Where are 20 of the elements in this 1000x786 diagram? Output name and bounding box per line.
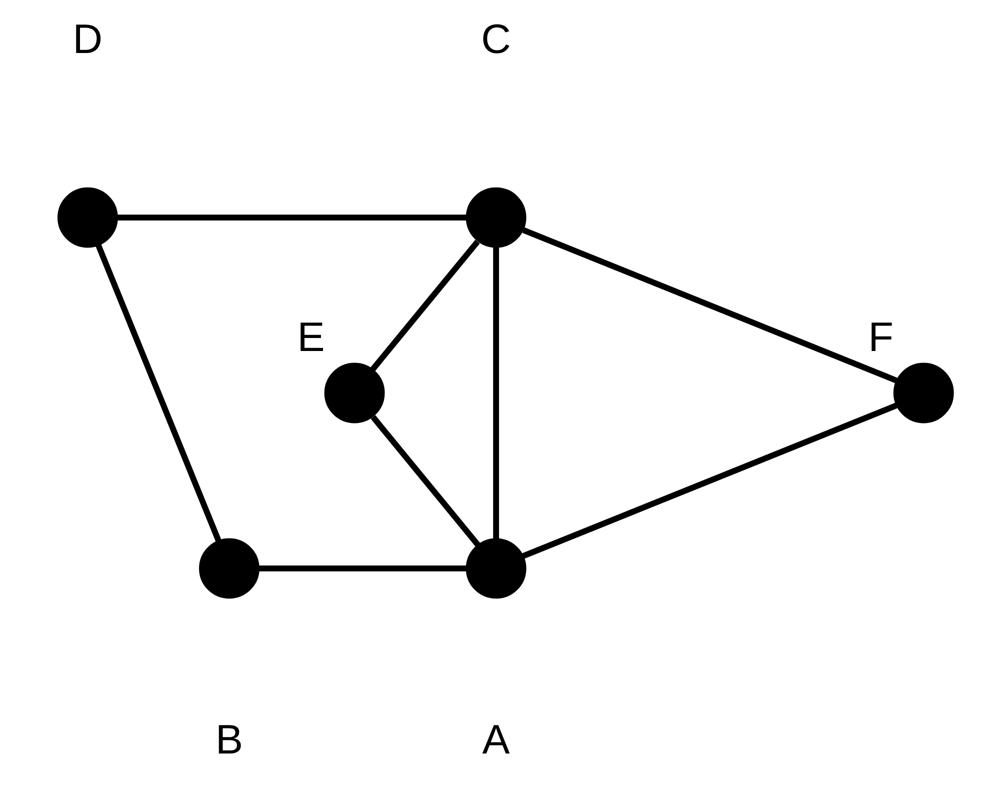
node-circle xyxy=(892,362,954,424)
connector xyxy=(116,214,466,220)
node-circle xyxy=(56,187,118,248)
node-label: E xyxy=(296,314,324,360)
connector xyxy=(370,240,480,372)
connector xyxy=(522,402,897,559)
node-circle xyxy=(198,538,259,599)
node-circle xyxy=(465,538,526,599)
connector xyxy=(95,244,221,542)
node-label: A xyxy=(482,716,510,762)
node-circle xyxy=(465,187,526,248)
node-label: F xyxy=(868,314,893,360)
connector xyxy=(522,227,898,384)
node-label: C xyxy=(480,16,510,62)
connector xyxy=(258,566,466,572)
node-label: B xyxy=(214,716,242,762)
connector xyxy=(370,415,480,547)
connector xyxy=(492,248,499,539)
node-label: D xyxy=(72,16,102,62)
node-circle xyxy=(324,362,384,424)
